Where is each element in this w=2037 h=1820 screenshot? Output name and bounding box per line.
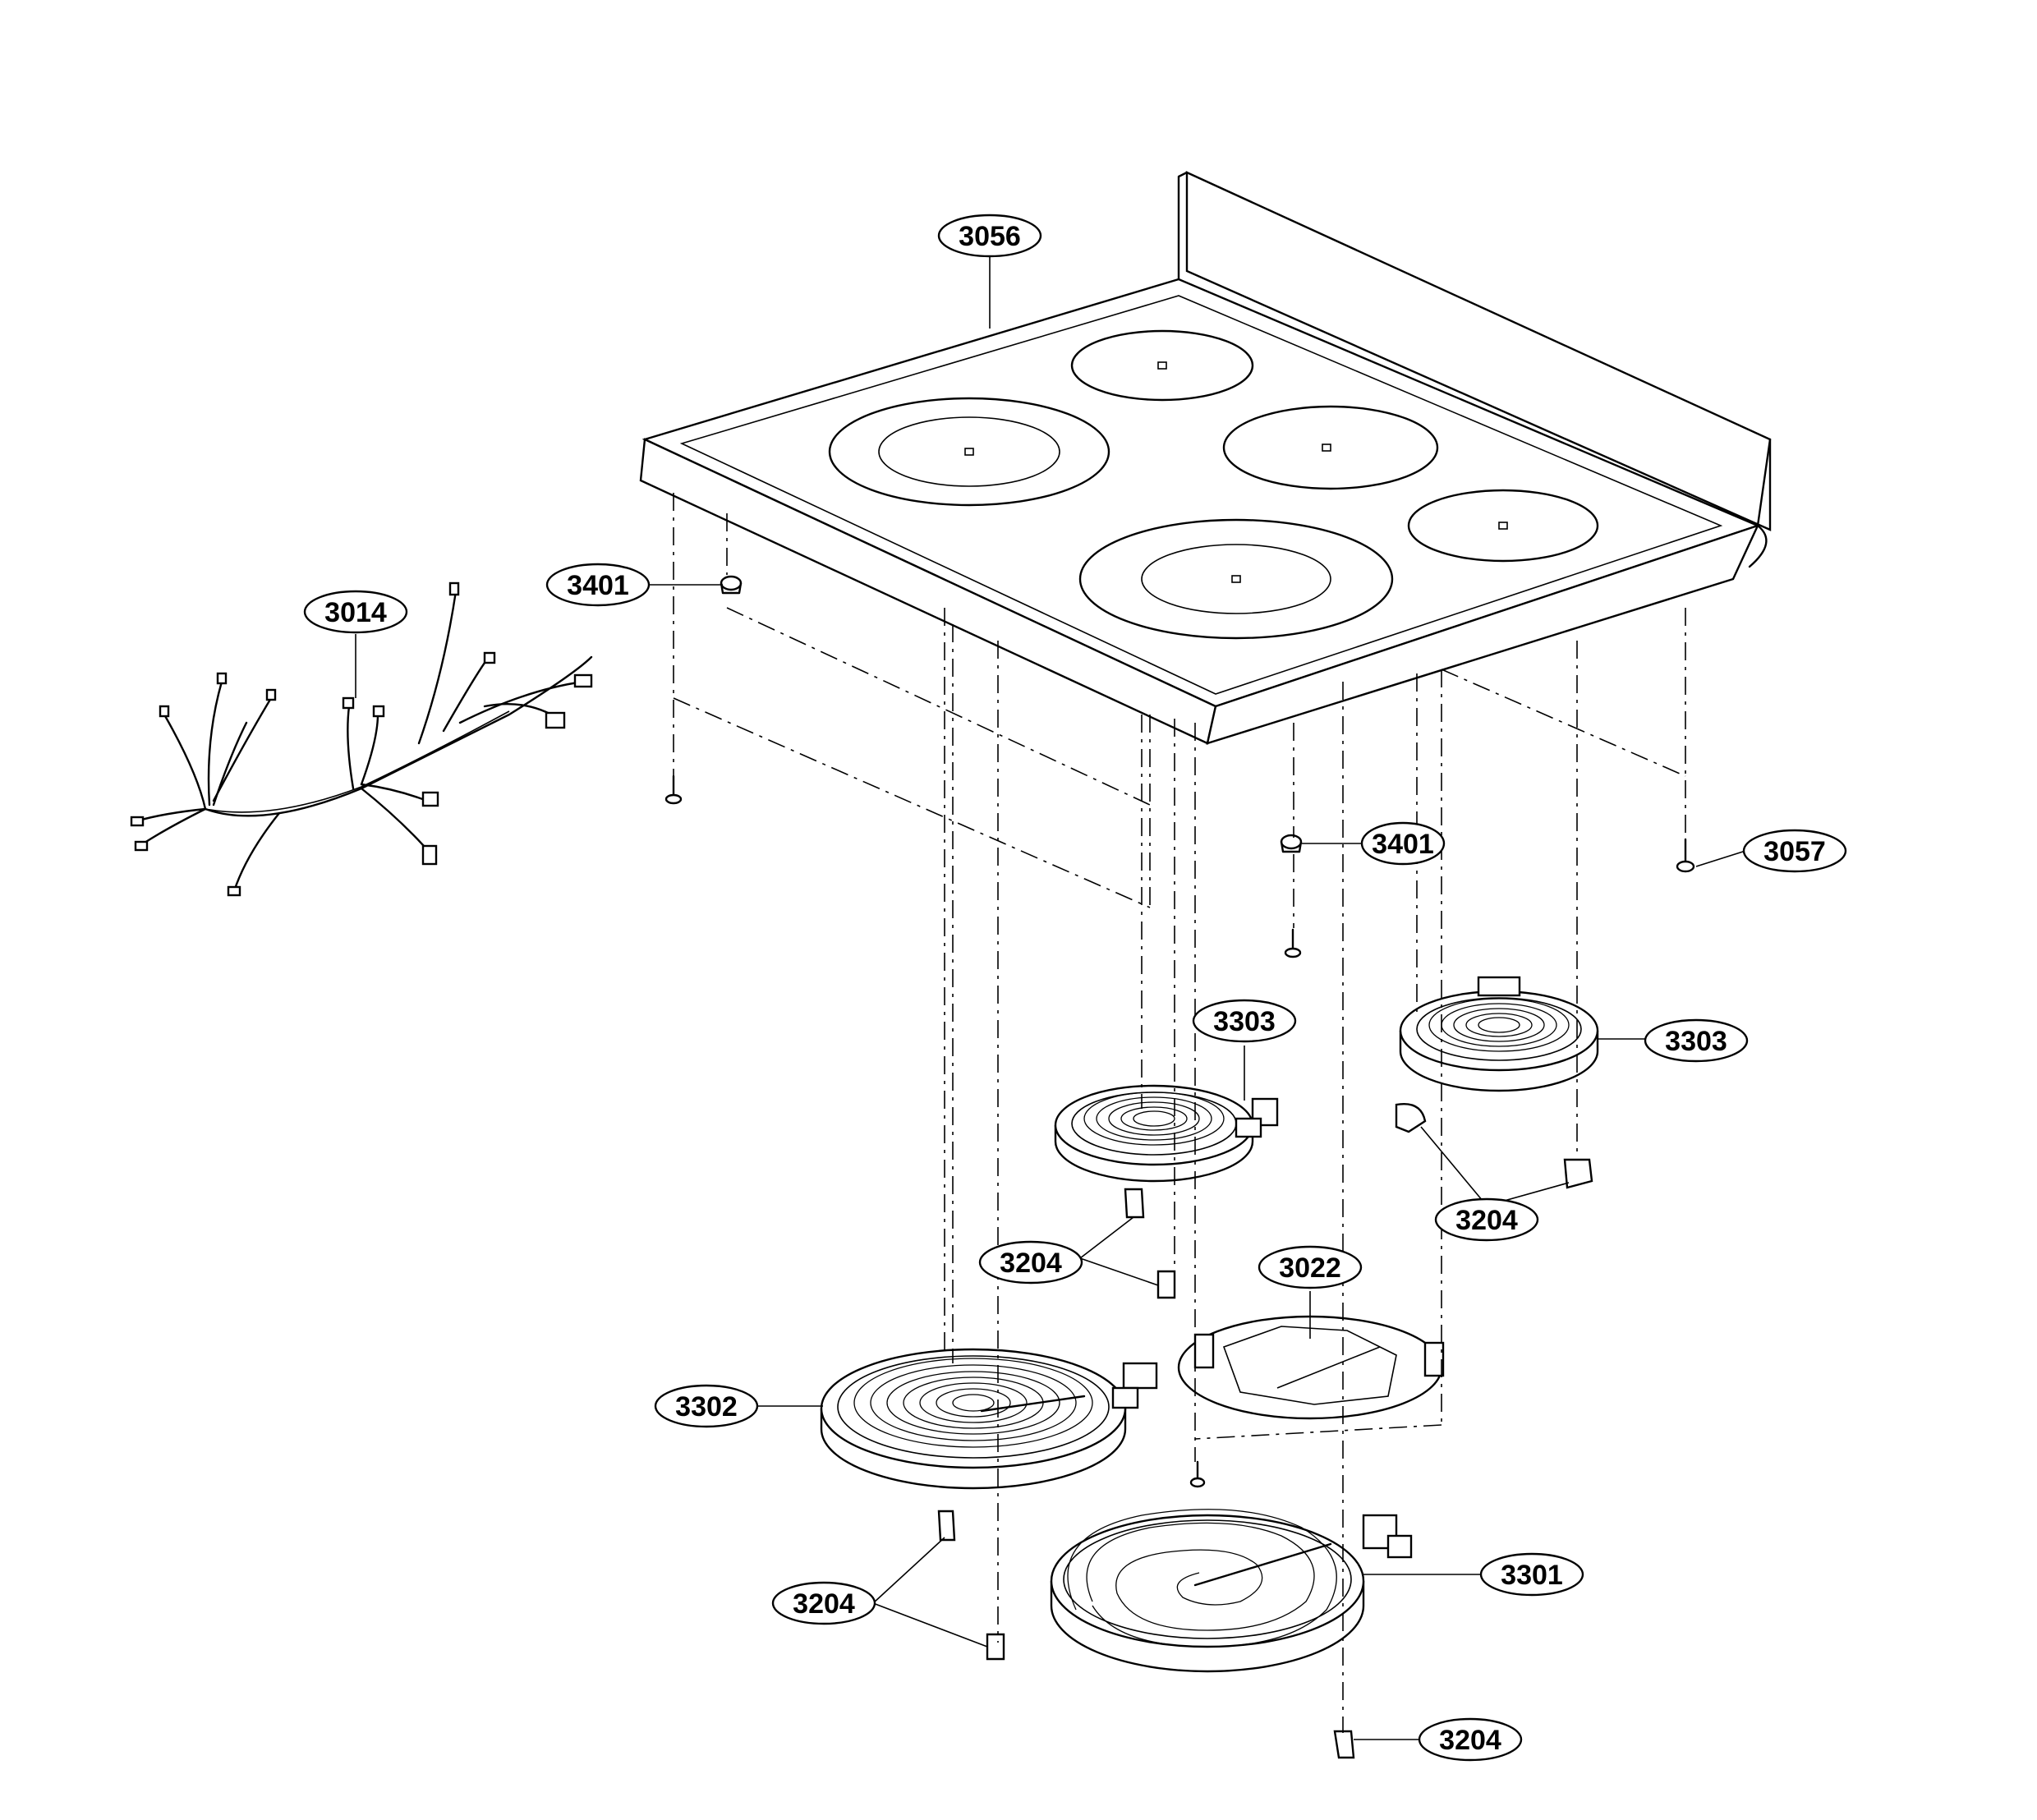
clip-small-left — [1124, 1188, 1176, 1299]
callout-label: 3204 — [1000, 1248, 1062, 1279]
callout-label: 3057 — [1763, 836, 1826, 867]
element-dual-left — [820, 1348, 1158, 1490]
callout-3204-dual-left: 3204 — [771, 1581, 876, 1625]
cooktop-glass — [639, 171, 1772, 745]
bumper-left — [720, 575, 743, 595]
clip-small-right — [1395, 1103, 1593, 1189]
screw-right — [1676, 838, 1695, 873]
clip-large — [1333, 1730, 1355, 1759]
callout-3301: 3301 — [1479, 1552, 1584, 1597]
callout-label: 3401 — [567, 570, 629, 601]
element-large — [1050, 1509, 1413, 1673]
bracket — [1177, 1315, 1445, 1420]
callout-label: 3056 — [959, 221, 1021, 252]
callout-3056: 3056 — [937, 214, 1042, 258]
callout-label: 3022 — [1279, 1252, 1341, 1284]
screw-bracket — [1189, 1460, 1206, 1488]
leader-lines — [355, 256, 1746, 1740]
screw-middle — [1284, 928, 1302, 958]
screw-left — [664, 774, 683, 805]
callout-3303-right: 3303 — [1644, 1018, 1749, 1063]
callout-label: 3302 — [675, 1391, 738, 1422]
callout-3022: 3022 — [1258, 1245, 1363, 1289]
callout-3204-large: 3204 — [1418, 1717, 1523, 1762]
callout-3204-small-right: 3204 — [1434, 1197, 1539, 1242]
clip-dual-left — [937, 1510, 1005, 1661]
callout-label: 3204 — [1455, 1205, 1518, 1236]
projection-lines — [673, 493, 1686, 1733]
callout-label: 3301 — [1501, 1560, 1563, 1591]
callout-3401-right: 3401 — [1360, 821, 1446, 866]
callout-label: 3401 — [1372, 829, 1434, 860]
callout-3014: 3014 — [303, 590, 408, 634]
callout-label: 3303 — [1665, 1026, 1727, 1057]
callout-label: 3014 — [324, 597, 387, 628]
callout-3302: 3302 — [654, 1384, 759, 1428]
element-small-right — [1399, 976, 1599, 1092]
callout-3303-left: 3303 — [1192, 999, 1297, 1043]
callout-3401-left: 3401 — [545, 563, 651, 607]
callout-3204-small-left: 3204 — [978, 1240, 1083, 1285]
callout-3057: 3057 — [1742, 829, 1847, 873]
callout-label: 3204 — [793, 1588, 855, 1620]
element-small-left — [1054, 1084, 1279, 1183]
bumper-right — [1280, 834, 1303, 853]
callout-label: 3204 — [1439, 1725, 1501, 1756]
wire-harness — [130, 581, 593, 897]
callout-label: 3303 — [1213, 1006, 1276, 1037]
